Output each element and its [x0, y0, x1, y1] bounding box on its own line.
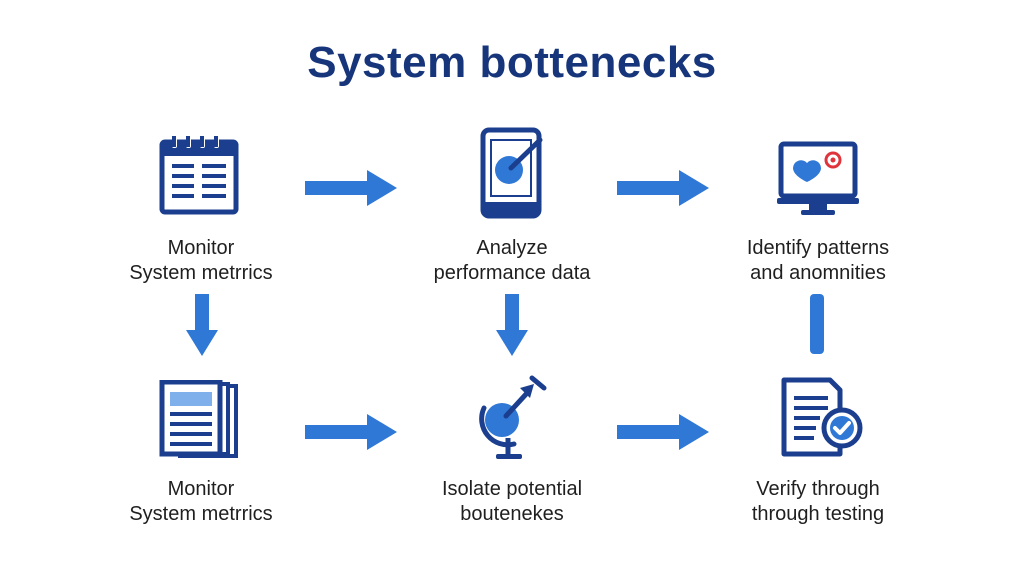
- page-title: System bottenecks: [307, 38, 717, 87]
- arrow-down-icon: [186, 294, 218, 356]
- arrow-right-icon: [305, 414, 397, 450]
- arrow-right-icon: [305, 170, 397, 206]
- connector-line: [810, 294, 824, 354]
- arrow-right-icon: [617, 170, 709, 206]
- arrow-right-icon: [617, 414, 709, 450]
- tablet-pen-icon: [480, 127, 543, 219]
- stacked-documents-icon: [159, 380, 238, 458]
- document-check-icon: [781, 377, 863, 457]
- calendar-list-icon: [159, 136, 239, 215]
- monitor-alert-icon: [777, 141, 859, 215]
- probe-antenna-icon: [479, 375, 547, 459]
- arrow-down-icon: [496, 294, 528, 356]
